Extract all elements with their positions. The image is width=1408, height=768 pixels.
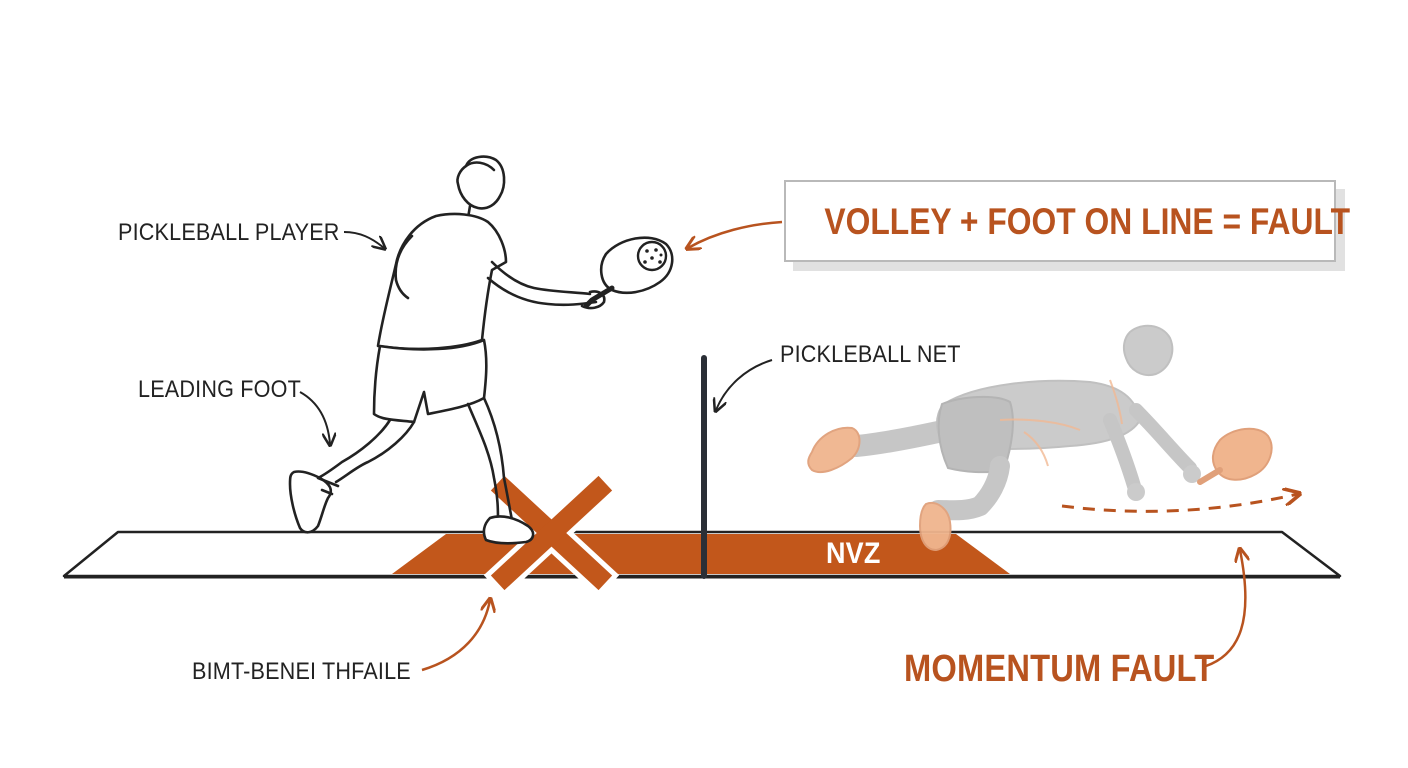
- label-pickleball-net: PICKLEBALL NET: [780, 341, 961, 368]
- label-pickleball-player: PICKLEBALL PLAYER: [118, 219, 340, 246]
- label-leading-foot: LEADING FOOT: [138, 376, 301, 403]
- diving-player-ghost: [807, 324, 1201, 552]
- player-hand: [580, 290, 606, 310]
- arrow-callout-to-ball: [688, 220, 783, 248]
- momentum-arrow: [1061, 494, 1298, 513]
- player-head: [456, 155, 506, 210]
- ghost-paddle-icon: [1197, 427, 1273, 485]
- player-shorts: [372, 338, 488, 424]
- arrow-to-foot: [299, 391, 330, 444]
- pickleball-icon: [636, 240, 668, 272]
- ghost-back-shoe: [807, 426, 861, 474]
- player-front-shoe: [482, 515, 535, 545]
- pickleball-player: [288, 155, 606, 545]
- fault-callout-text: VOLLEY + FOOT ON LINE = FAULT: [824, 201, 1351, 242]
- label-bottom-left: BIMT-BENEI THFAILE: [192, 658, 411, 685]
- label-nvz: NVZ: [826, 537, 881, 570]
- fault-x-icon: [483, 468, 620, 598]
- arrow-to-net: [716, 359, 773, 410]
- fault-callout-box: VOLLEY + FOOT ON LINE = FAULT: [784, 180, 1351, 262]
- arrow-to-baseline: [1205, 550, 1245, 668]
- arrow-to-player: [343, 231, 384, 248]
- label-momentum-fault: MOMENTUM FAULT: [904, 648, 1215, 690]
- ghost-front-shoe: [918, 502, 952, 552]
- arrow-to-x: [421, 600, 490, 672]
